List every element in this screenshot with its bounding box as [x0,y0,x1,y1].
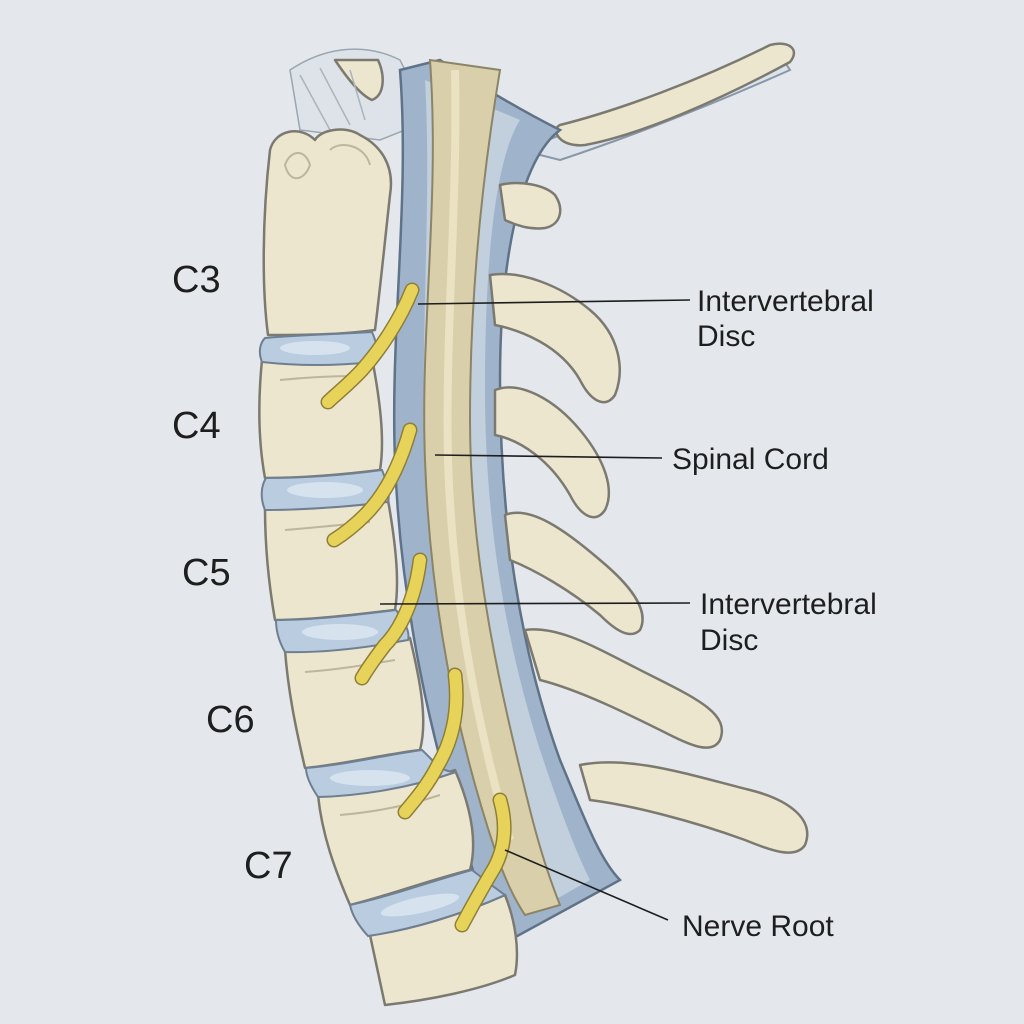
leader-disc-upper [417,299,691,305]
vertebra-c4-body [263,498,399,622]
callout-nerve-root: Nerve Root [682,910,834,943]
leader-spinal-cord [434,454,663,459]
spinous-process-c7 [578,761,809,854]
spinous-process-c2 [498,181,562,230]
skull-base [289,48,432,141]
vertebra-c2-body [262,128,393,337]
nerve-root-c3 [322,284,418,408]
vertebral-bodies [258,128,519,1007]
label-c4: C4 [172,405,221,447]
callout-labels: Intervertebral Disc Spinal Cord Interver… [672,285,877,943]
leader-disc-lower [379,602,691,605]
leader-lines [379,299,691,921]
callout-disc-lower-line1: Intervertebral [700,588,877,621]
spinous-processes [488,181,809,854]
vertebra-labels: C3 C4 C5 C6 C7 [172,259,293,887]
spinous-process-c4 [493,386,610,519]
callout-disc-upper-line1: Intervertebral [697,285,874,318]
nerve-roots [320,282,512,933]
nerve-root-c6 [399,669,463,818]
spinous-process-c6 [523,628,724,749]
callout-disc-lower-line2: Disc [700,624,758,657]
label-c7: C7 [244,845,293,887]
label-c5: C5 [182,552,231,594]
nerve-root-c7 [456,794,511,931]
label-c3: C3 [172,259,221,301]
callout-spinal-cord: Spinal Cord [672,443,829,476]
nerve-root-c4 [328,424,416,546]
nerve-root-c5 [356,554,426,684]
spinous-process-c5 [503,511,644,636]
posterior-ligament [516,42,796,162]
label-c6: C6 [206,699,255,741]
spinous-process-c3 [488,272,621,404]
intervertebral-discs [258,330,508,938]
leader-nerve-root [504,849,669,921]
callout-disc-upper-line2: Disc [697,320,755,353]
vertebra-c5-body [283,636,425,770]
